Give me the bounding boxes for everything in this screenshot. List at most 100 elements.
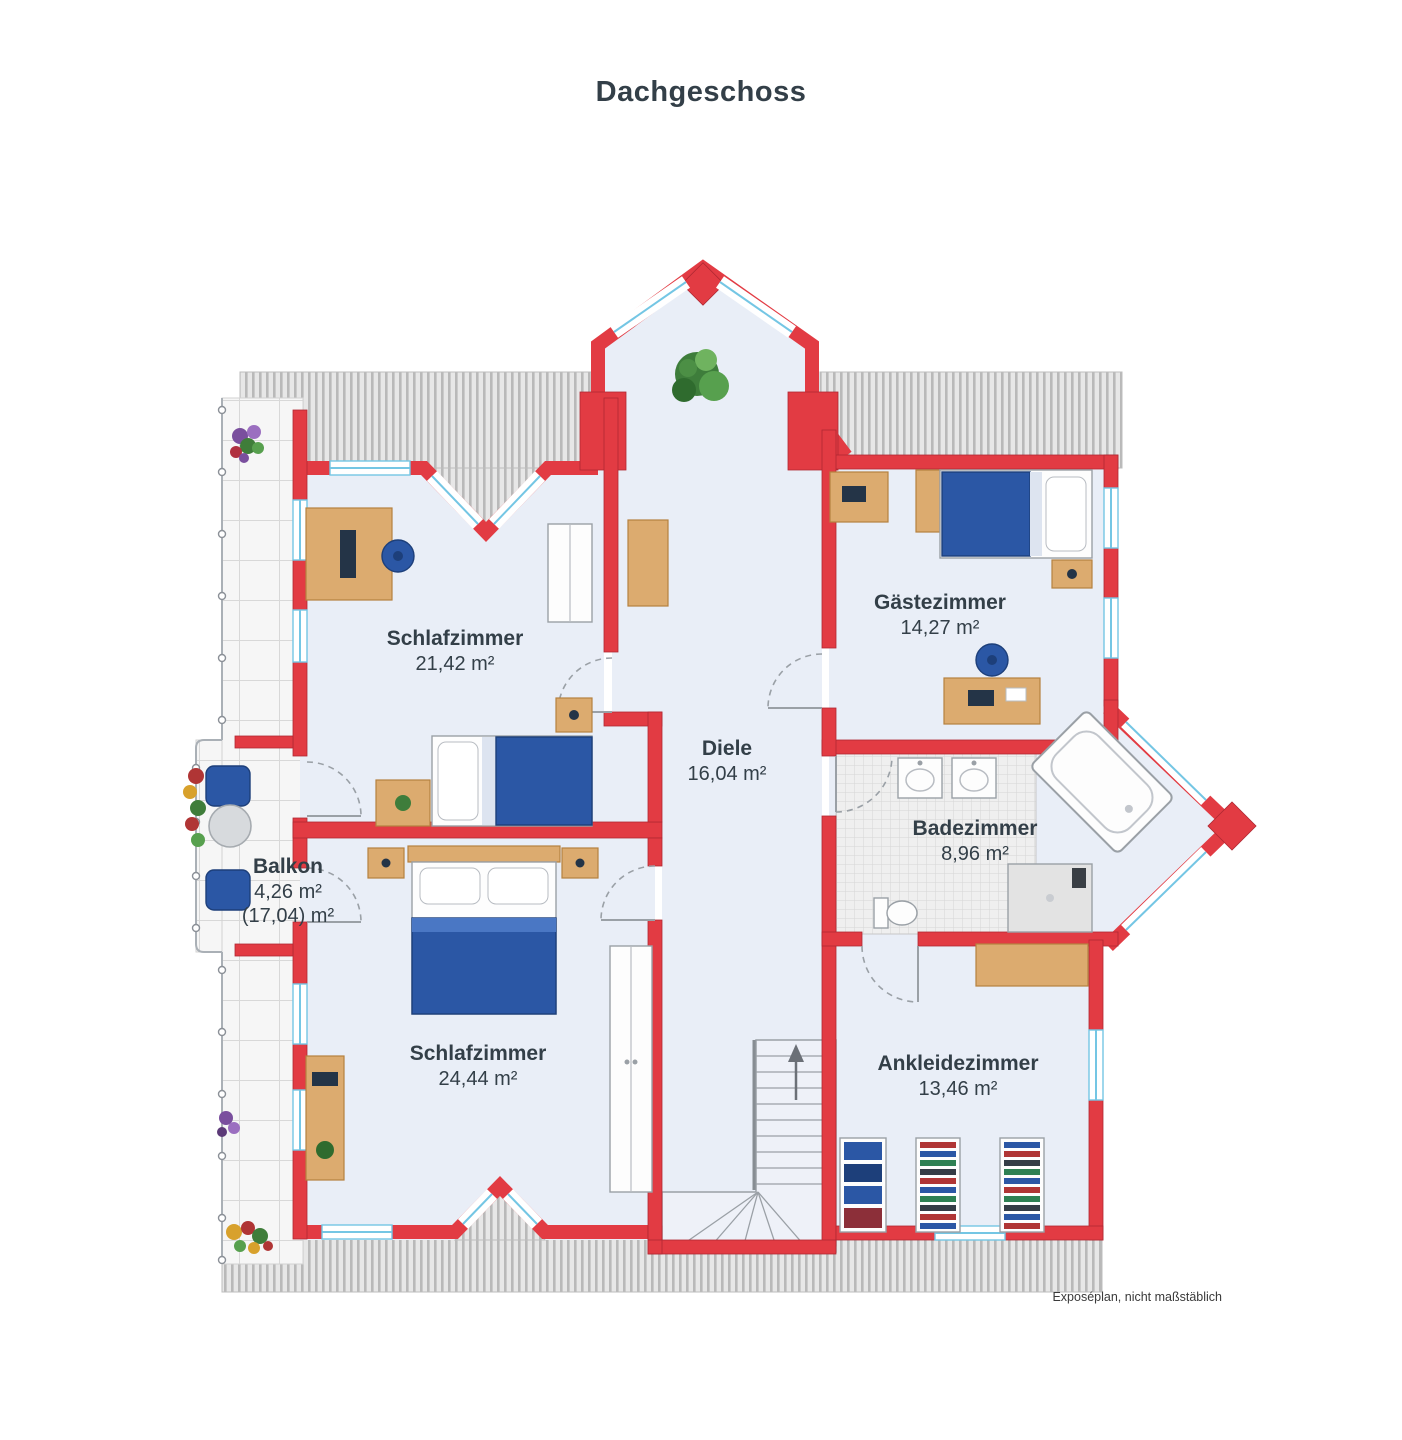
shelf [627,519,669,607]
nightstand [367,847,405,879]
wall-left-g [292,1149,308,1240]
furniture-schlafzimmer-2 [305,845,653,1193]
room-labels: Schlafzimmer 21,42 m² Gästezimmer 14,27 … [242,591,1039,1100]
page-title: Dachgeschoss [596,76,807,108]
label-balkon-area: 4,26 m² [254,881,322,903]
dresser [375,779,431,827]
label-schlafzimmer-2-name: Schlafzimmer [410,1042,547,1065]
window [1121,716,1211,806]
sideboard [829,471,889,523]
window [329,460,411,476]
wall-left-b [292,559,308,611]
bed [431,735,593,827]
label-diele-name: Diele [702,737,752,760]
clothes-rack [915,1137,961,1233]
bed [407,845,561,1015]
window [457,1189,498,1229]
bed [939,469,1093,559]
window [1088,1029,1104,1101]
floor-schlafzimmer-2 [300,830,655,1240]
planter [230,425,264,463]
balcony-chair [205,765,251,807]
label-badezimmer-name: Badezimmer [913,817,1038,840]
wall-left-f [292,1043,308,1091]
balcony-chair [205,869,251,911]
window [292,609,308,663]
nightstand [555,697,593,733]
balcony-table [208,804,252,848]
window [610,276,690,338]
wall-diele-right-b [821,707,837,757]
label-schlafzimmer-1-area: 21,42 m² [416,653,495,675]
floor-diele [598,270,822,1248]
label-gaestezimmer-area: 14,27 m² [901,617,980,639]
clothes-rack [999,1137,1045,1233]
wall-diele-right-c [821,815,837,1247]
door-badezimmer [835,755,893,813]
planter [217,1111,240,1137]
footer-note: Exposéplan, nicht maßstäblich [1052,1290,1222,1304]
wall-diele-left-mid [647,711,663,823]
wall-ankleide-right-a [1088,939,1104,1031]
nightstand [1051,559,1093,589]
monitor [340,530,356,578]
door-gaestezimmer [767,653,823,709]
label-balkon-name: Balkon [253,855,323,878]
pillow [487,867,549,905]
bath-mosaic-floor [835,751,1037,935]
label-schlafzimmer-2-area: 24,44 m² [439,1068,518,1090]
shower [1007,863,1093,933]
wall-stairs-bottom [647,1239,837,1255]
window [488,471,546,529]
planter [183,768,206,847]
pillow [1045,476,1087,552]
papers [1005,687,1027,702]
wall-corner-gable-left [579,391,627,471]
pillow [419,867,481,905]
stair-direction-arrow [788,1044,804,1100]
wardrobe [609,945,653,1193]
label-schlafzimmer-1-name: Schlafzimmer [387,627,524,650]
window [716,276,796,338]
wall-left-a [292,409,308,501]
desk [305,1055,345,1181]
office-chair [381,539,415,573]
wall-bottom-left [299,1175,662,1239]
furniture-badezimmer [873,711,1173,933]
label-gaestezimmer-name: Gästezimmer [874,591,1006,614]
wall-diele-left-lower-a [647,837,663,867]
bathtub [1031,711,1173,853]
wall-diele-right-a [821,429,837,649]
window [292,1089,308,1151]
wall-balcony-stub-bottom [234,943,294,957]
window [1103,487,1119,549]
nightstand [561,847,599,879]
wall-left-c [292,661,308,757]
planter [226,1221,273,1254]
plant [672,349,729,402]
label-diele-area: 16,04 m² [688,763,767,785]
label-ankleidezimmer-area: 13,46 m² [919,1078,998,1100]
wall-left-e [292,921,308,985]
furniture-schlafzimmer-1 [305,507,669,827]
pillow [437,741,479,821]
window [292,983,308,1045]
window [292,499,308,561]
windows [292,276,1211,1241]
wardrobe [547,523,593,623]
window [502,1189,543,1229]
furniture-ankleidezimmer [839,943,1089,1233]
counter [975,943,1089,987]
wall-bad-ankleide-a [821,931,863,947]
wall-bay-tip [1207,801,1257,851]
wall-gaeste-right-b [1103,547,1119,599]
wall-gaeste-top [829,454,1119,470]
desk [943,677,1041,725]
door-ankleidezimmer [861,945,919,1003]
wall-diele-left-upper [603,397,619,653]
shelf-unit-boxes [839,1137,887,1233]
furniture-gaestezimmer [829,469,1093,725]
roof-band-top-right [819,371,1123,469]
